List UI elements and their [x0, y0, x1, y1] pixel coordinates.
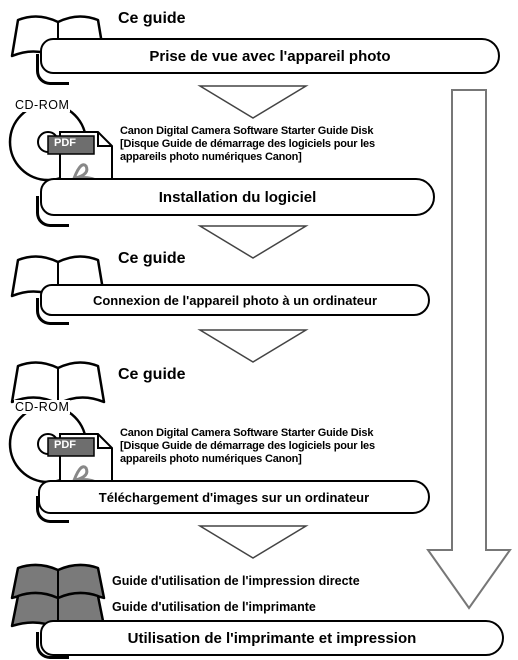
starter-guide-disk-line-1: Canon Digital Camera Software Starter Gu…	[120, 427, 374, 439]
step-shadow	[36, 496, 69, 523]
printer-guide-label: Guide d'utilisation de l'imprimante	[112, 600, 316, 614]
step-shadow	[36, 298, 69, 325]
down-arrow	[197, 225, 309, 259]
step-shadow	[36, 54, 69, 85]
step-image-download: Téléchargement d'images sur un ordinateu…	[38, 480, 430, 514]
cd-rom-label: CD-ROM	[14, 98, 71, 112]
step-camera-connection: Connexion de l'appareil photo à un ordin…	[40, 284, 430, 316]
step-shadow	[36, 196, 69, 227]
down-arrow	[197, 525, 309, 559]
pdf-badge-label: PDF	[54, 137, 76, 149]
open-book-icon	[10, 361, 106, 406]
pdf-badge-label: PDF	[54, 439, 76, 451]
starter-guide-disk-line-3: appareils photo numériques Canon]	[120, 453, 302, 465]
direct-print-guide-label: Guide d'utilisation de l'impression dire…	[112, 574, 360, 588]
step-printer-use: Utilisation de l'imprimante et impressio…	[40, 620, 504, 656]
cd-rom-label: CD-ROM	[14, 400, 71, 414]
guide-label: Ce guide	[118, 10, 186, 27]
guide-label: Ce guide	[118, 366, 186, 383]
starter-guide-disk-line-1: Canon Digital Camera Software Starter Gu…	[120, 125, 374, 137]
starter-guide-disk-line-2: [Disque Guide de démarrage des logiciels…	[120, 440, 375, 452]
step-shadow	[36, 632, 69, 659]
down-arrow	[197, 85, 309, 119]
down-arrow	[197, 329, 309, 363]
starter-guide-disk-line-3: appareils photo numériques Canon]	[120, 151, 302, 163]
step-software-install: Installation du logiciel	[40, 178, 435, 216]
step-shooting: Prise de vue avec l'appareil photo	[40, 38, 500, 74]
guide-label: Ce guide	[118, 250, 186, 267]
pdf-document-icon	[47, 131, 113, 193]
starter-guide-disk-line-2: [Disque Guide de démarrage des logiciels…	[120, 138, 375, 150]
